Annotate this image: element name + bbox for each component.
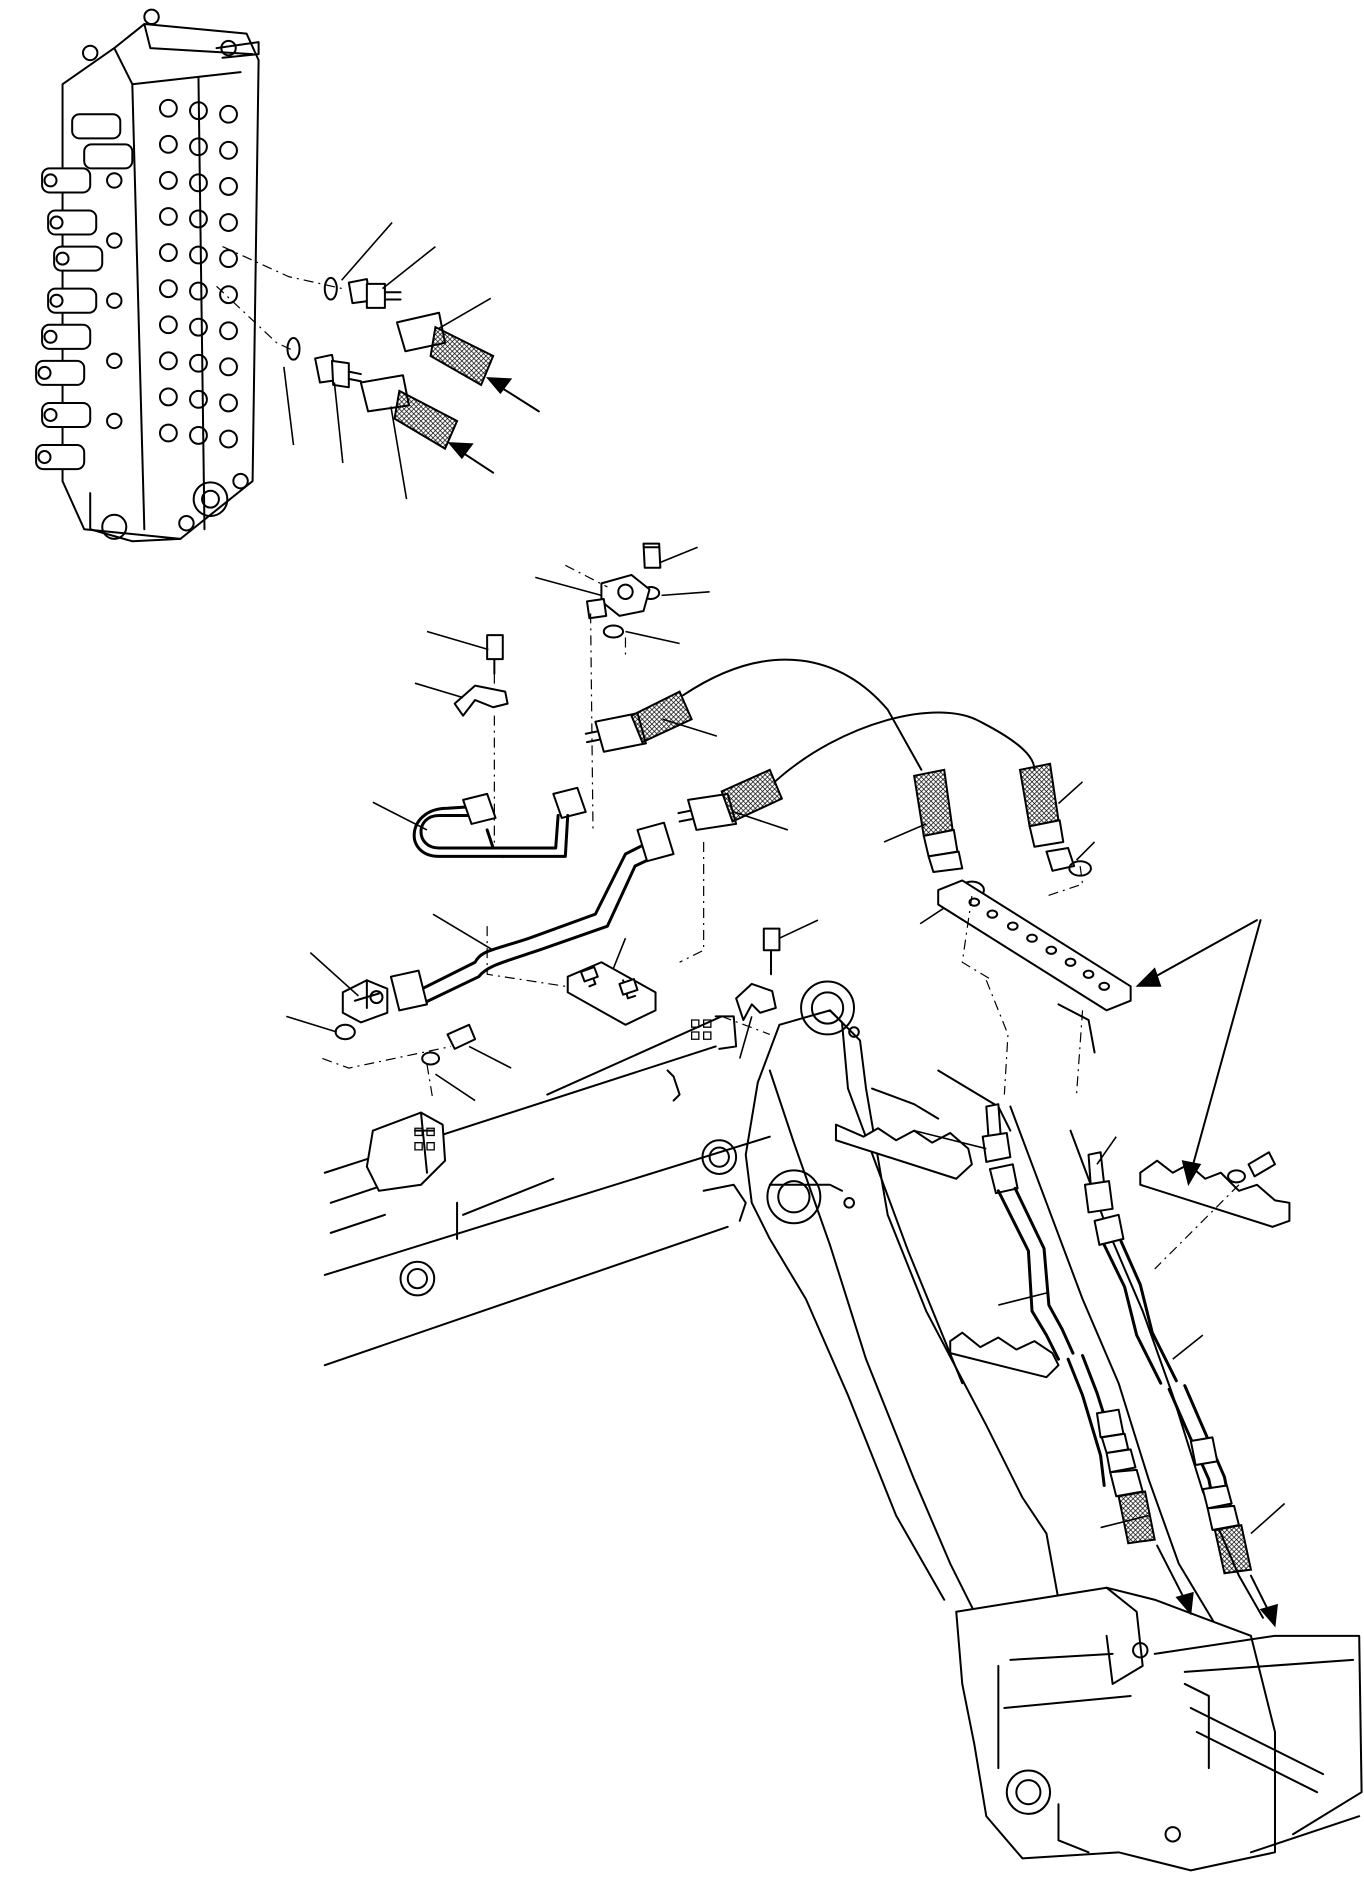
o-ring-icon [287, 338, 299, 360]
clamp-icon [1140, 1161, 1289, 1227]
clamp-icon [736, 984, 776, 1020]
o-ring-icon [336, 1025, 355, 1039]
bolt-icon [1228, 1152, 1275, 1182]
arrow-icon [1137, 920, 1261, 1185]
clamp-icon [568, 962, 656, 1025]
hydraulic-hose-icon [397, 313, 493, 385]
elbow-fitting [587, 575, 650, 618]
arrow-icon [1157, 1546, 1277, 1627]
hydraulic-tube-icon [983, 1104, 1155, 1543]
adapter-fitting-lower [315, 355, 361, 387]
bolt-icon [764, 929, 780, 975]
hydraulic-hose-icon [914, 770, 984, 899]
adapter-fitting-upper [349, 279, 401, 308]
o-ring-icon [604, 625, 623, 637]
hydraulic-hose-icon [586, 692, 692, 752]
control-valve-icon [36, 10, 259, 542]
clamp-icon [938, 880, 1130, 1052]
bolt-icon [422, 1025, 475, 1065]
hydraulic-hose-icon [678, 770, 781, 830]
boom-icon [325, 981, 1362, 1870]
flange-block [343, 980, 388, 1022]
hydraulic-tube-icon [414, 788, 586, 857]
hydraulic-hose-icon [361, 375, 457, 448]
hydraulic-tube-icon [1085, 1152, 1251, 1573]
hydraulic-hose-icon [1020, 764, 1091, 876]
clamp-icon [455, 686, 508, 716]
arrow-icon [449, 378, 539, 473]
bolt-icon [487, 635, 503, 673]
o-ring-icon [325, 278, 337, 300]
hydraulic-tube-icon [391, 823, 674, 1011]
bolt-icon [644, 544, 661, 568]
